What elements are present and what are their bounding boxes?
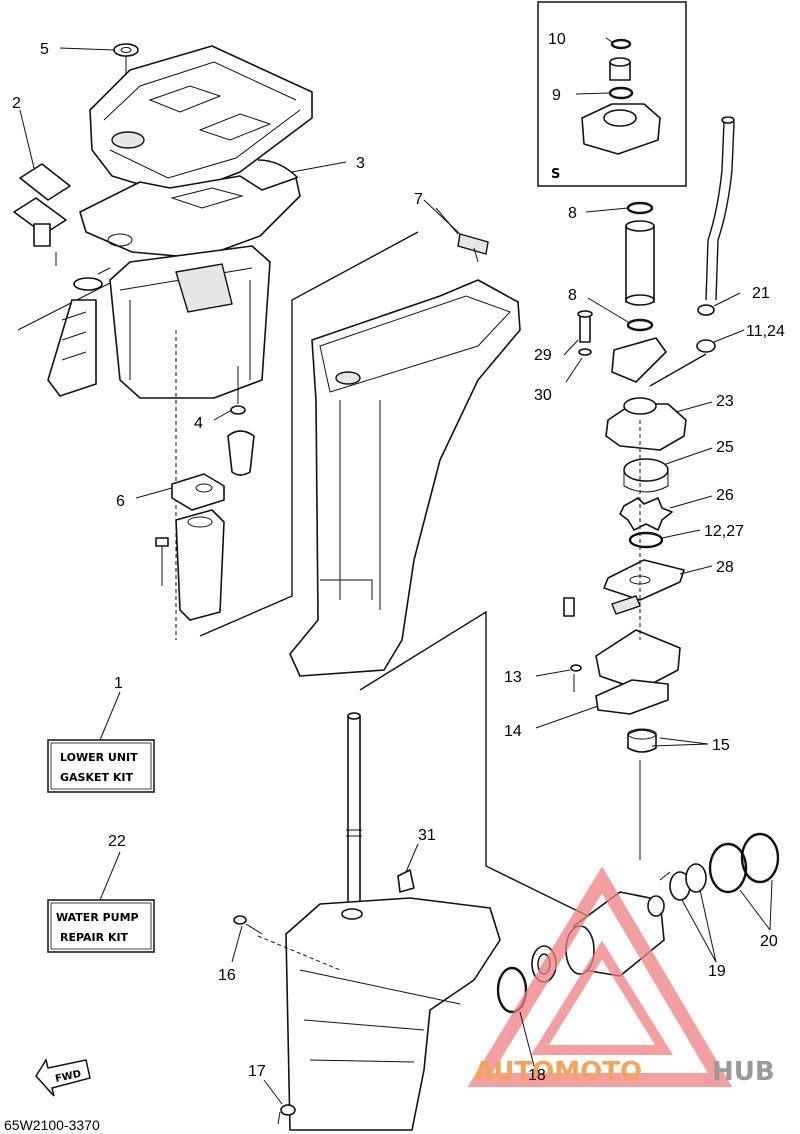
callout-6: 6 <box>116 493 125 510</box>
callout-30: 30 <box>534 387 552 404</box>
exhaust-pipe <box>175 509 225 621</box>
impeller-26 <box>619 497 673 531</box>
gasket-14 <box>595 679 669 715</box>
callout-25: 25 <box>716 439 734 456</box>
o-ring-8a <box>626 201 654 215</box>
callout-19: 19 <box>708 963 726 980</box>
washer-30 <box>578 348 592 356</box>
callout-3: 3 <box>356 155 365 172</box>
callout-9: 9 <box>552 87 561 104</box>
fwd-arrow-icon <box>35 1058 91 1097</box>
water-pump-repair-kit-box: WATER PUMP REPAIR KIT <box>47 899 155 953</box>
callout-5: 5 <box>40 41 49 58</box>
grommet-21 <box>697 304 715 316</box>
fwd-label: FWD <box>54 1069 82 1085</box>
lower-pump-case <box>595 629 681 691</box>
callout-2: 2 <box>12 95 21 112</box>
o-ring-8b <box>626 318 654 332</box>
callout-8a: 8 <box>568 205 577 222</box>
upper-casing-body <box>109 245 271 399</box>
fwd-arrow: FWD <box>35 1058 91 1097</box>
callout-28: 28 <box>716 559 734 576</box>
leader-lines <box>19 37 773 1105</box>
callout-29: 29 <box>534 347 552 364</box>
water-pump-kit-line1: WATER PUMP <box>56 911 139 924</box>
insert-25 <box>623 458 669 482</box>
watermark-text-automoto: AUTOMOTO <box>474 1057 642 1087</box>
diagram-code: 65W2100-3370 <box>4 1117 100 1133</box>
lower-unit-gasket-kit-box: LOWER UNIT GASKET KIT <box>47 739 155 793</box>
outer-plate-28 <box>603 559 685 601</box>
dowel-13 <box>570 664 582 672</box>
callout-18: 18 <box>528 1067 546 1084</box>
damper <box>227 430 255 476</box>
inset-o-ring-10 <box>610 38 632 50</box>
drain-screw-17 <box>280 1104 296 1116</box>
callout-17: 17 <box>248 1063 266 1080</box>
lower-case <box>285 897 501 1131</box>
o-ring-18 <box>496 966 528 1014</box>
gasket-3 <box>79 175 301 259</box>
bolt-16 <box>233 915 247 925</box>
upper-casing <box>47 231 419 640</box>
inset-s-box: S <box>537 1 687 187</box>
callout-numbers: 5 2 3 10 9 7 8 8 21 11,24 29 30 23 4 25 … <box>12 31 785 1084</box>
callout-23: 23 <box>716 393 734 410</box>
watermark-text-hub: HUB <box>712 1057 775 1087</box>
callout-31: 31 <box>418 827 436 844</box>
water-pump-parts <box>563 116 735 860</box>
water-tube <box>625 225 655 303</box>
callout-22: 22 <box>108 833 126 850</box>
oil-strainer <box>47 299 97 397</box>
gasket-6 <box>171 473 225 511</box>
callout-15: 15 <box>712 737 730 754</box>
callout-21: 21 <box>752 285 770 302</box>
callout-7: 7 <box>414 191 423 208</box>
o-ring-12-27 <box>628 531 664 549</box>
o-ring-20a <box>708 842 748 894</box>
callout-13: 13 <box>504 669 522 686</box>
lower-unit-kit-line1: LOWER UNIT <box>60 751 138 764</box>
water-pipe-21 <box>705 121 725 301</box>
plate-7 <box>457 233 489 255</box>
callout-14: 14 <box>504 723 522 740</box>
insert-cartridge <box>611 337 667 383</box>
callout-8b: 8 <box>568 287 577 304</box>
callout-4: 4 <box>194 415 203 432</box>
inset-housing <box>581 103 661 155</box>
grommet-11-24 <box>696 339 716 353</box>
exhaust-guide <box>89 45 313 197</box>
water-pump-kit-line2: REPAIR KIT <box>60 931 129 944</box>
oil-seal-15 <box>627 729 657 753</box>
upper-casing-parts <box>13 43 313 331</box>
callout-12-27: 12,27 <box>704 523 744 540</box>
o-ring-20b <box>740 832 780 884</box>
callout-26: 26 <box>716 487 734 504</box>
anode-31 <box>397 869 415 893</box>
watermark-triangle-icon <box>467 866 733 1087</box>
drive-shaft-housing <box>289 199 597 921</box>
callout-20: 20 <box>760 933 778 950</box>
callout-16: 16 <box>218 967 236 984</box>
gasket-2 <box>19 163 71 201</box>
lower-unit-kit-line2: GASKET KIT <box>60 771 133 784</box>
drive-shaft <box>347 715 361 917</box>
callout-11-24: 11,24 <box>746 323 785 340</box>
washer-19b <box>685 863 707 893</box>
grommet-5 <box>113 43 139 57</box>
callout-10: 10 <box>548 31 566 48</box>
callout-1: 1 <box>114 675 123 692</box>
bolt-29 <box>579 313 591 343</box>
watermark-logo <box>467 866 733 1087</box>
inset-s-label: S <box>551 167 560 182</box>
seal-4 <box>230 405 246 415</box>
